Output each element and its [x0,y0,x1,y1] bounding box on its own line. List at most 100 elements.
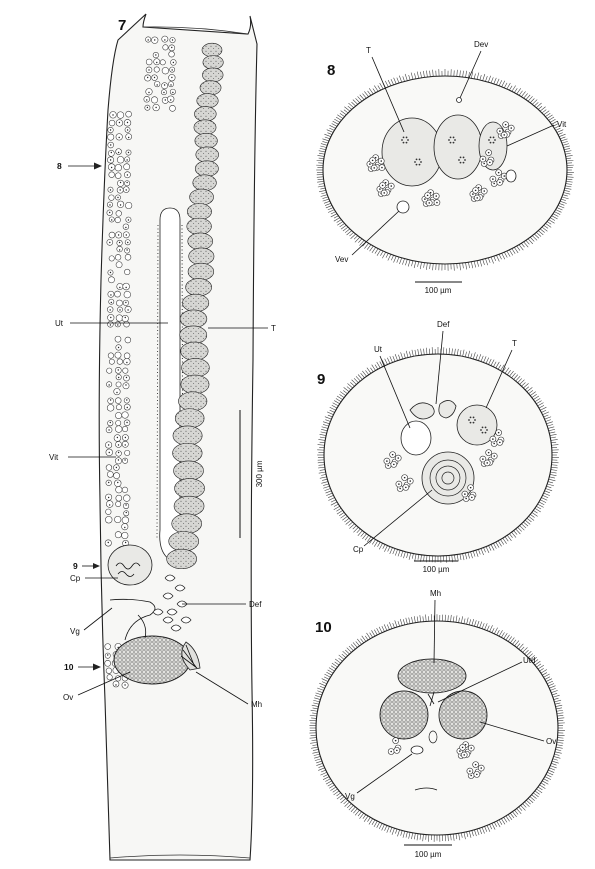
spine [312,751,320,754]
spine [554,211,561,215]
spine [511,372,516,378]
spine [479,75,482,81]
spine [468,619,472,625]
nucleus-speck [494,139,496,141]
spine [349,523,355,529]
nucleus-speck [489,136,492,139]
nucleus-speck [420,161,422,163]
spine [471,71,474,79]
spine [309,714,317,717]
vitelline-follicle [124,336,132,344]
follicle-nucleus [126,406,128,409]
spine [372,88,376,93]
small-vessel-8 [505,169,517,183]
testis [201,42,223,58]
spine [547,771,554,776]
spine [459,263,461,271]
spine [548,683,555,687]
spine [416,616,419,623]
spine [322,198,330,202]
follicle-nucleus [117,481,119,484]
spine [357,96,363,102]
spine [539,668,544,672]
spine [346,386,352,391]
spine [527,653,533,658]
spine [490,359,495,366]
nucleus-speck [464,159,466,161]
vitelline-nucleus [470,774,472,777]
duct-coil [174,584,186,592]
spine [485,357,490,364]
spine [530,391,536,396]
spine [551,760,559,764]
testis [192,174,217,191]
cross-section-10 [315,620,559,836]
follicle-nucleus [107,541,109,544]
spine [408,617,411,624]
vitelline-nucleus [380,160,383,162]
spine [386,624,390,630]
spine [337,221,344,226]
follicle-nucleus [147,39,149,41]
spine [536,663,542,668]
follicle-nucleus [127,151,130,154]
vitelline-follicle [108,255,115,262]
spine [516,643,521,648]
follicle-nucleus [109,309,111,311]
spine [413,833,416,840]
vitelline-follicle [112,680,120,688]
spine [373,540,379,547]
spine [491,823,496,830]
figure-9-number: 9 [317,371,325,388]
follicle-nucleus [117,196,119,199]
spine [513,530,518,535]
vitelline-follicle [105,464,113,471]
spine [385,253,389,258]
vitelline-follicle [116,156,125,164]
spine [534,233,540,239]
follicle-nucleus [117,151,120,154]
label-mh-10: Mh [430,589,441,664]
spine [394,549,398,556]
svg-text:Vg: Vg [70,627,80,636]
spine [523,241,529,248]
spine [310,709,318,712]
spine [319,441,325,444]
follicle-nucleus [108,481,110,484]
svg-text:100 µm: 100 µm [415,850,442,859]
spine [527,798,534,804]
vitelline-nucleus [493,442,495,445]
label-ut: Ut [55,319,168,328]
vitelline-follicle [124,254,132,261]
spine [367,817,371,822]
vitelline-follicle [114,216,121,224]
vitelline-follicle [115,501,122,507]
spine [550,688,556,691]
spine [550,471,557,474]
spine [323,676,330,680]
spine [367,536,372,543]
vitelline-nucleus [374,156,377,159]
follicle-nucleus [111,219,113,221]
spine [566,159,574,162]
spine [334,118,340,123]
svg-text:Cp: Cp [70,574,81,583]
spine [520,646,525,651]
ventral-excretory-vessel [396,200,410,214]
spine [544,776,552,780]
spine [320,143,328,146]
spine [327,207,334,211]
follicle-nucleus [146,76,149,79]
spine [355,98,360,103]
vitelline-follicle [105,516,113,524]
follicle-nucleus [125,226,127,229]
spine [544,490,550,494]
spine [550,118,556,123]
spine [547,424,554,427]
spine [318,189,326,193]
svg-text:8: 8 [57,161,62,171]
spine [329,784,335,789]
vitelline-follicle [153,66,160,73]
follicle-nucleus [108,211,111,214]
follicle-nucleus [125,301,127,304]
